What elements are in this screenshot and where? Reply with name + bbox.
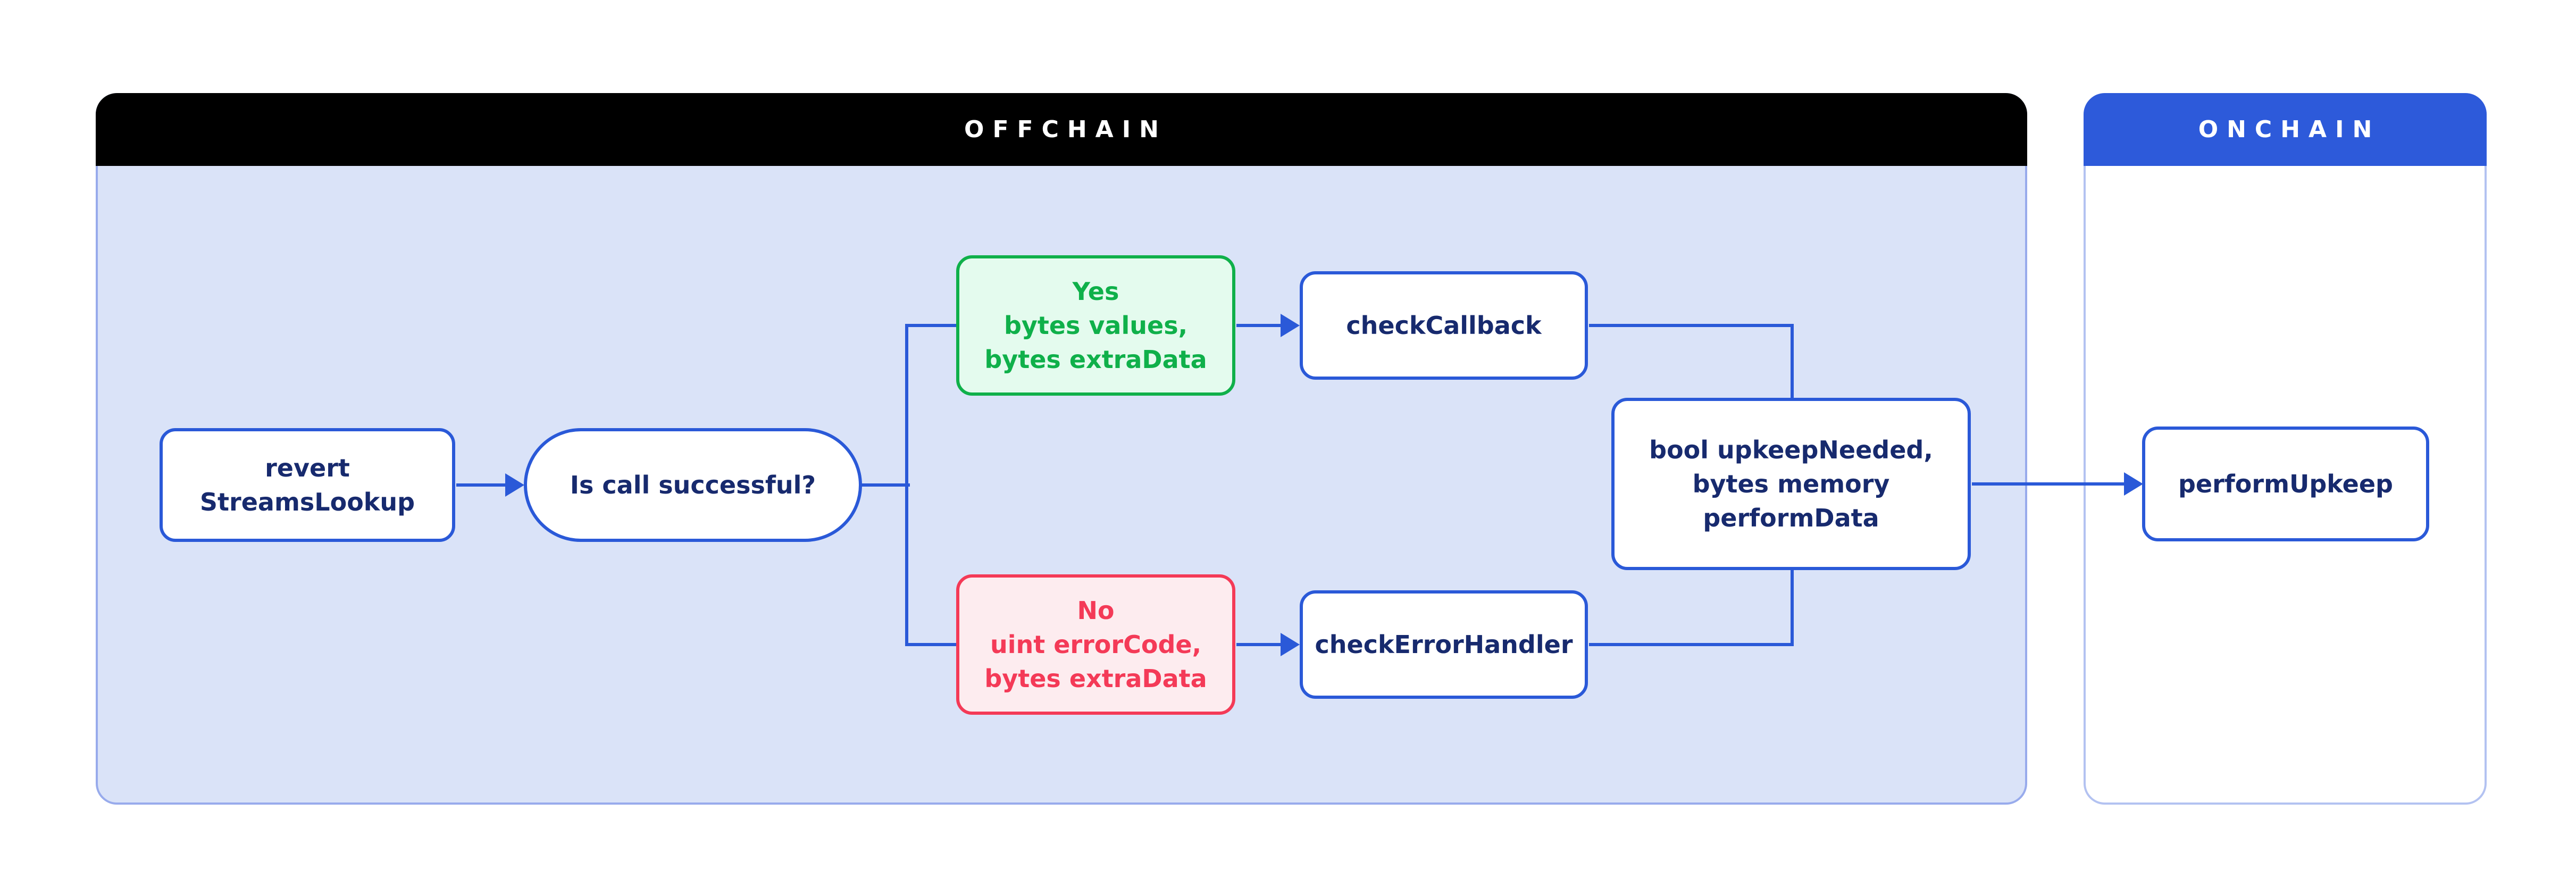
node-label-line: bool upkeepNeeded, [1649,436,1933,464]
offchain-title: OFFCHAIN [964,116,1167,143]
node-is-call-successful: Is call successful? [524,428,862,542]
node-label-line: performData [1703,504,1879,532]
edge-decision-to-branch [862,483,910,487]
edge-elbow-up-to-merge-bottom [1791,568,1794,646]
node-label-line: revert [265,454,350,482]
arrow-right-icon [505,473,524,497]
arrow-right-icon [1281,314,1300,337]
onchain-title: ONCHAIN [2198,116,2381,143]
node-checkerrorhandler: checkErrorHandler [1300,590,1588,699]
edge-branch-vertical [905,324,908,646]
offchain-header: OFFCHAIN [96,93,2027,166]
arrow-right-icon [1281,633,1300,656]
node-label-line: checkCallback [1346,311,1542,340]
node-no-uint-errorcode: No uint errorCode, bytes extraData [956,574,1235,715]
edge-no-to-checkerrorhandler [1236,643,1282,646]
node-label-line: StreamsLookup [199,488,415,516]
edge-merge-to-performupkeep [1972,482,2126,486]
node-label-line: bytes values, [1003,311,1188,340]
node-yes-bytes-values: Yes bytes values, bytes extraData [956,255,1235,396]
node-checkcallback: checkCallback [1300,271,1588,380]
edge-elbow-down-to-merge-top [1791,324,1794,401]
node-bool-upkeepneeded: bool upkeepNeeded, bytes memory performD… [1611,398,1971,570]
edge-checkcallback-to-elbow [1589,324,1794,327]
node-label-line: Is call successful? [570,471,816,499]
node-label-line: performUpkeep [2178,470,2393,498]
edge-revert-to-decision [456,483,509,487]
node-label-line: checkErrorHandler [1315,630,1573,659]
edge-yes-to-checkcallback [1236,324,1282,327]
node-revert-streamslookup: revert StreamsLookup [160,428,455,542]
node-label-line: No [1077,596,1115,625]
arrow-right-icon [2124,472,2143,496]
edge-branch-to-yes [907,324,956,327]
edge-checkerrorhandler-to-elbow [1589,643,1794,646]
node-performupkeep: performUpkeep [2142,427,2429,541]
onchain-header: ONCHAIN [2084,93,2487,166]
edge-branch-to-no [907,643,956,646]
node-label-line: uint errorCode, [990,630,1202,659]
node-label-line: bytes extraData [984,345,1207,374]
node-label-line: bytes memory [1692,470,1890,498]
node-label-line: bytes extraData [984,664,1207,693]
node-label-line: Yes [1072,277,1119,306]
